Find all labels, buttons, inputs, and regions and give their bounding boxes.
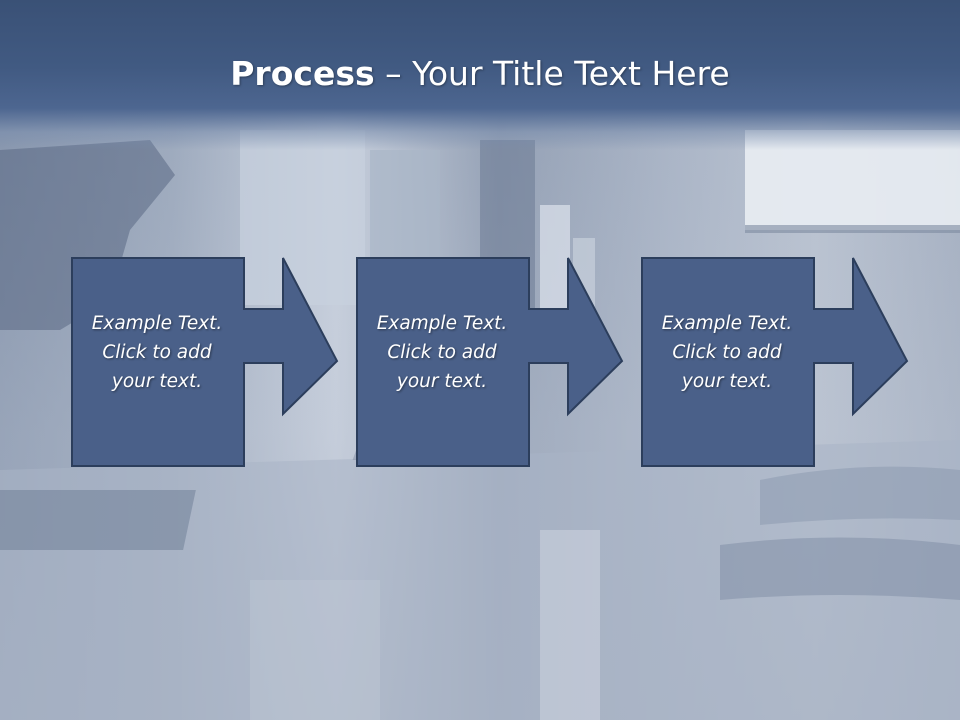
slide-title[interactable]: Process – Your Title Text Here — [0, 52, 960, 96]
step-1-arrow-shape — [71, 257, 339, 467]
step-2-line-2: Click to add — [387, 342, 497, 363]
step-2-line-1: Example Text. — [376, 313, 508, 334]
step-1-line-2: Click to add — [102, 342, 212, 363]
step-1-box-arrow — [71, 257, 339, 467]
step-3-arrow-shape — [641, 257, 909, 467]
step-1-text[interactable]: Example Text. Click to add your text. — [71, 309, 243, 396]
step-1-line-3: your text. — [111, 371, 203, 392]
step-2-box-arrow — [356, 257, 624, 467]
step-1-line-1: Example Text. — [91, 313, 223, 334]
title-bold-text: Process — [230, 54, 375, 93]
process-step-1[interactable]: Example Text. Click to add your text. — [71, 257, 339, 469]
step-2-line-3: your text. — [396, 371, 488, 392]
step-3-line-2: Click to add — [672, 342, 782, 363]
step-3-line-3: your text. — [681, 371, 773, 392]
process-step-2[interactable]: Example Text. Click to add your text. — [356, 257, 624, 469]
step-3-line-1: Example Text. — [661, 313, 793, 334]
title-rest-text: – Your Title Text Here — [374, 54, 730, 93]
step-2-arrow-shape — [356, 257, 624, 467]
title-bar — [0, 0, 960, 150]
step-3-box-arrow — [641, 257, 909, 467]
step-3-text[interactable]: Example Text. Click to add your text. — [641, 309, 813, 396]
process-step-3[interactable]: Example Text. Click to add your text. — [641, 257, 909, 469]
step-2-text[interactable]: Example Text. Click to add your text. — [356, 309, 528, 396]
